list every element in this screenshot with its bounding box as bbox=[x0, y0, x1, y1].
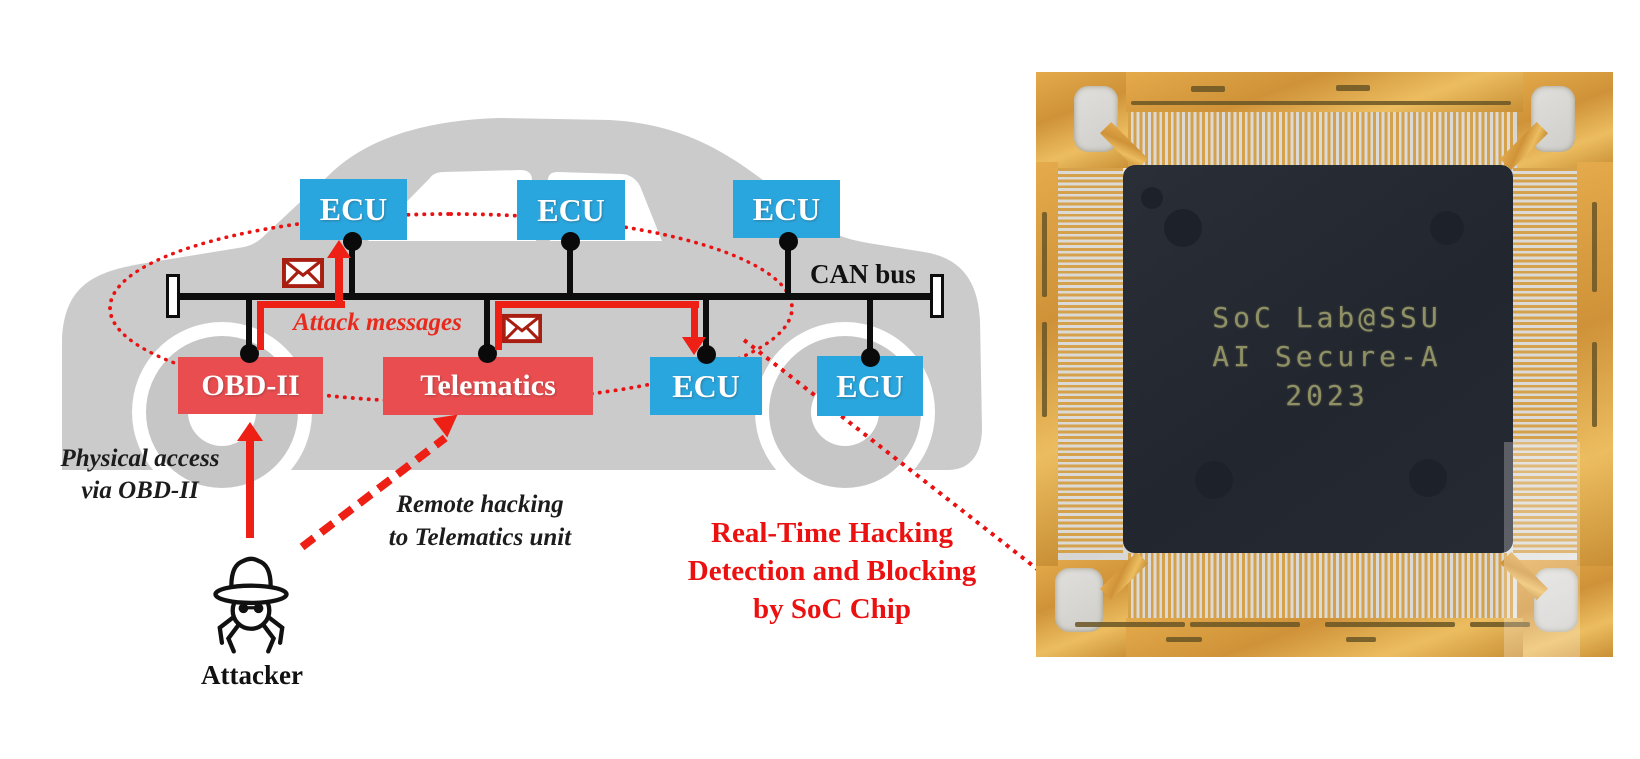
etch-slot bbox=[1190, 622, 1300, 627]
die-mold-mark bbox=[1409, 459, 1447, 497]
soc-callout-line2: Detection and Blocking bbox=[687, 555, 977, 587]
leadframe-rail-top bbox=[1126, 72, 1523, 112]
soc-callout-line1: Real-Time Hacking bbox=[711, 517, 953, 549]
leadframe-rail-left bbox=[1036, 162, 1058, 566]
ecu-box-top-1: ECU bbox=[300, 179, 407, 240]
attack-message-envelope-icon-1 bbox=[282, 258, 324, 288]
die-marking-line1: SoC Lab@SSU bbox=[1212, 301, 1442, 334]
etch-slot bbox=[1131, 101, 1511, 105]
node-dot-ecu-top-2 bbox=[561, 232, 580, 251]
remote-hacking-line2: to Telematics unit bbox=[388, 524, 572, 551]
node-dot-ecu-top-3 bbox=[779, 232, 798, 251]
die-marking-text: SoC Lab@SSU AI Secure-A 2023 bbox=[1123, 298, 1513, 415]
telematics-box: Telematics bbox=[383, 357, 593, 415]
node-dot-obd bbox=[240, 344, 259, 363]
physical-access-line2: via OBD-II bbox=[81, 477, 199, 504]
soc-callout-line3: by SoC Chip bbox=[753, 593, 911, 625]
die-marking-line2: AI Secure-A bbox=[1212, 340, 1442, 373]
attack-message-envelope-icon-2 bbox=[502, 313, 542, 344]
stub-ecu-bottom-1 bbox=[703, 297, 709, 355]
etch-slot bbox=[1336, 85, 1370, 91]
stub-obd bbox=[246, 297, 252, 354]
etch-slot bbox=[1470, 622, 1530, 627]
etch-slot bbox=[1191, 86, 1225, 92]
stub-ecu-top-3 bbox=[785, 241, 791, 297]
attacker-label: Attacker bbox=[201, 660, 303, 690]
stub-ecu-top-2 bbox=[567, 241, 573, 297]
attack-messages-label: Attack messages bbox=[293, 309, 462, 336]
corner-hole-bottom-left bbox=[1055, 568, 1103, 632]
die-mold-mark bbox=[1141, 187, 1163, 209]
corner-hole-bottom-right bbox=[1534, 568, 1578, 632]
node-dot-telematics bbox=[478, 344, 497, 363]
bus-terminator-left bbox=[166, 274, 180, 318]
etch-slot bbox=[1042, 212, 1047, 297]
die-mold-mark bbox=[1430, 211, 1464, 245]
etch-slot bbox=[1166, 637, 1202, 642]
physical-access-arrow-shaft bbox=[246, 441, 254, 538]
die-mold-mark bbox=[1195, 461, 1233, 499]
physical-access-label: Physical access via OBD-II bbox=[30, 443, 250, 507]
etch-slot bbox=[1325, 622, 1455, 627]
stub-telematics bbox=[484, 297, 490, 354]
attack-path2-arrowhead-icon bbox=[682, 337, 706, 355]
etch-slot bbox=[1592, 342, 1597, 427]
attack-path1-arrowhead-icon bbox=[327, 240, 351, 258]
etch-slot bbox=[1592, 202, 1597, 292]
remote-hacking-line1: Remote hacking bbox=[396, 491, 564, 518]
can-bus-line bbox=[172, 293, 940, 300]
bus-terminator-right bbox=[930, 274, 944, 318]
etch-slot bbox=[1042, 322, 1047, 417]
attack-path2-horizontal bbox=[495, 301, 699, 308]
ecu-box-bottom-2: ECU bbox=[817, 356, 923, 416]
attack-path2-vertical bbox=[495, 304, 502, 350]
physical-access-line1: Physical access bbox=[60, 445, 220, 472]
soc-callout-label: Real-Time Hacking Detection and Blocking… bbox=[660, 514, 1004, 628]
attack-path1-horizontal bbox=[257, 301, 345, 308]
attack-path1-riser bbox=[335, 258, 343, 308]
obd-box: OBD-II bbox=[178, 357, 323, 414]
pin-comb-right bbox=[1513, 168, 1577, 553]
stub-ecu-bottom-2 bbox=[867, 297, 873, 358]
spy-attacker-icon bbox=[213, 556, 289, 654]
pin-comb-bottom bbox=[1128, 553, 1513, 618]
remote-hacking-label: Remote hacking to Telematics unit bbox=[360, 488, 600, 554]
die-marking-line3: 2023 bbox=[1285, 379, 1369, 412]
soc-die: SoC Lab@SSU AI Secure-A 2023 bbox=[1123, 165, 1513, 553]
can-bus-label: CAN bus bbox=[810, 259, 916, 289]
attack-path2-dropper bbox=[691, 301, 698, 338]
ecu-box-top-3: ECU bbox=[733, 180, 840, 238]
soc-chip-photo: SoC Lab@SSU AI Secure-A 2023 bbox=[1036, 72, 1613, 657]
physical-access-arrowhead-icon bbox=[237, 422, 263, 441]
kapton-tape-reflection bbox=[1504, 442, 1580, 657]
stub-ecu-top-1 bbox=[349, 241, 355, 297]
attacker-leg-icon bbox=[217, 614, 236, 645]
ecu-box-bottom-1: ECU bbox=[650, 357, 762, 415]
etch-slot bbox=[1075, 622, 1185, 627]
node-dot-ecu-bottom-2 bbox=[861, 348, 880, 367]
pin-comb-left bbox=[1058, 168, 1123, 553]
pin-comb-top bbox=[1128, 112, 1513, 168]
attack-path1-vertical bbox=[257, 304, 264, 350]
etch-slot bbox=[1346, 637, 1376, 642]
ecu-box-top-2: ECU bbox=[517, 180, 625, 240]
die-mold-mark bbox=[1164, 209, 1202, 247]
